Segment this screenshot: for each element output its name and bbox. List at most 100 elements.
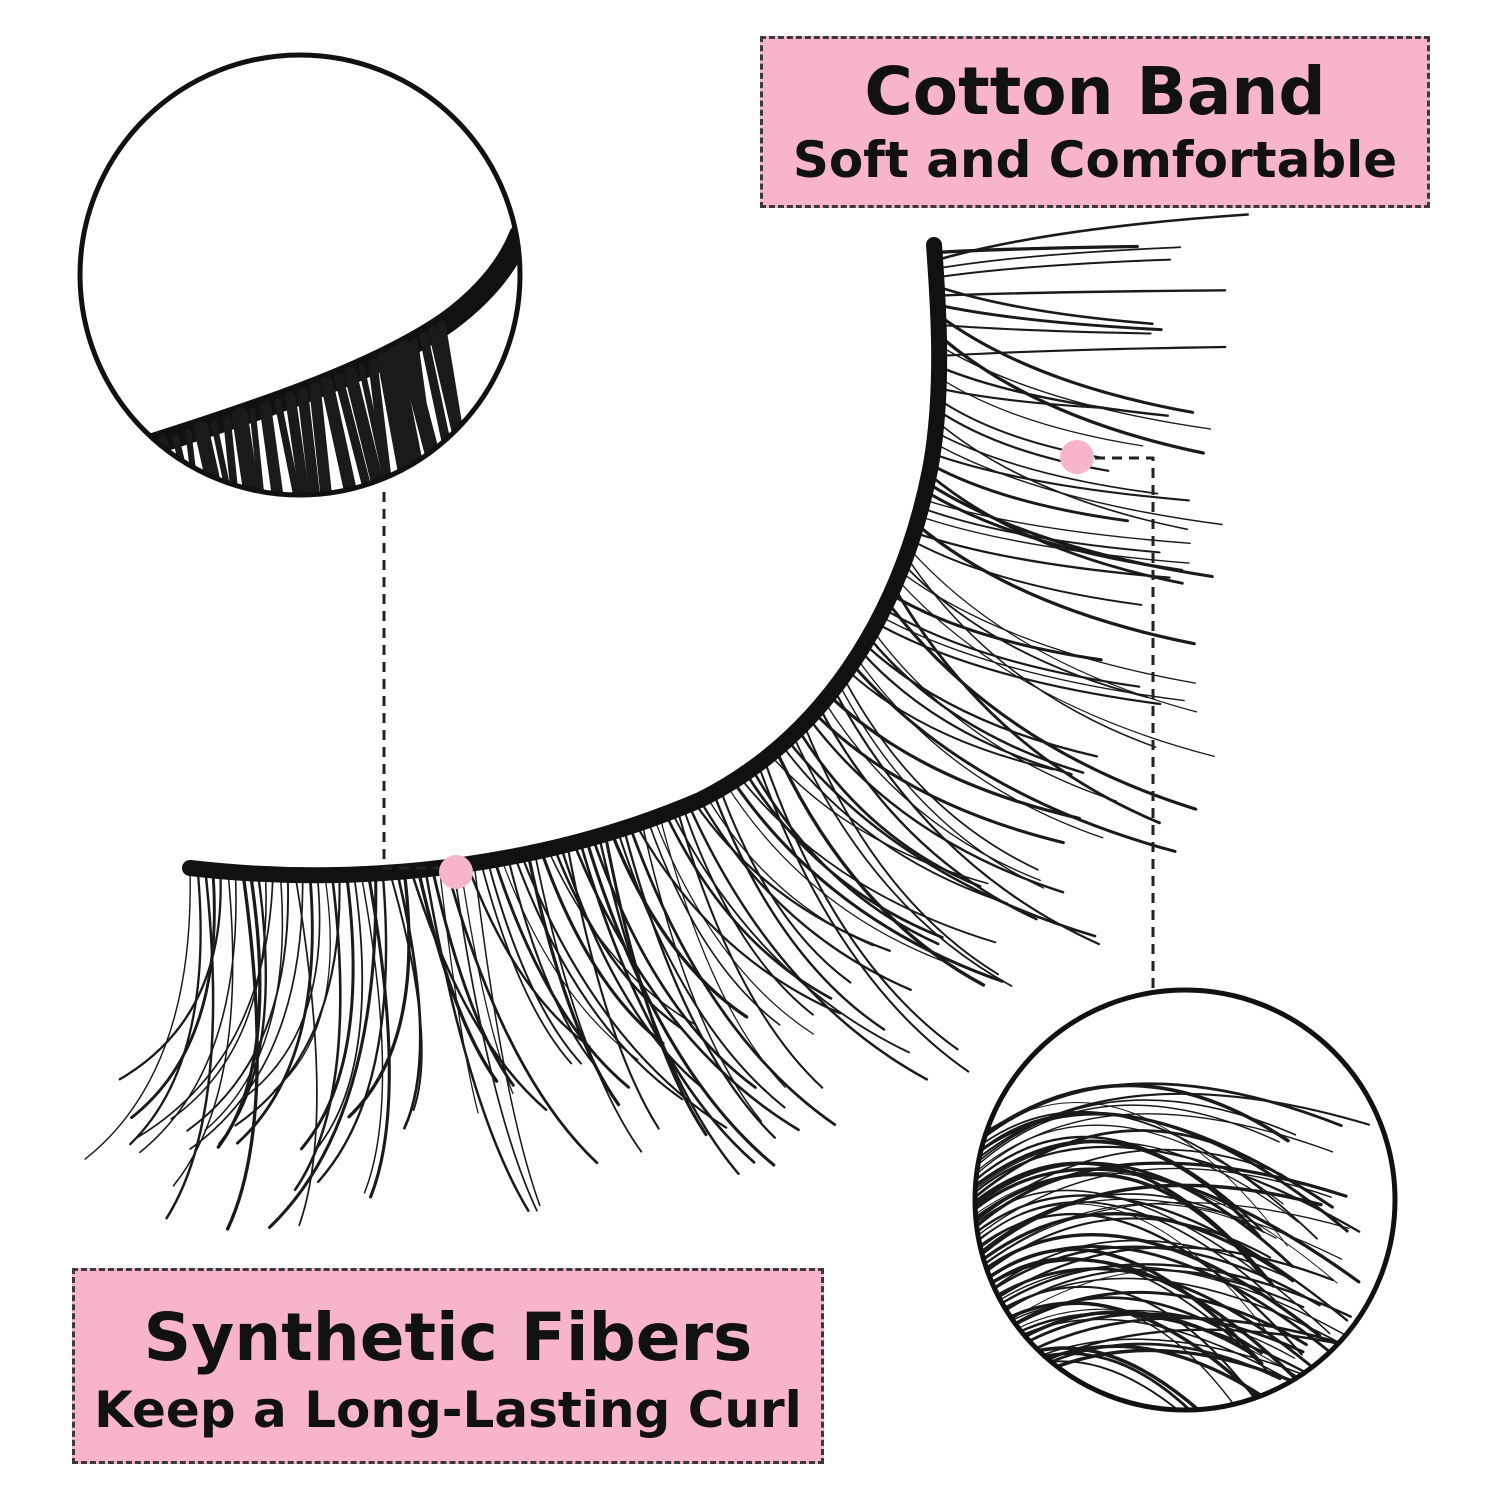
- lash-fiber: [591, 836, 757, 1089]
- zoom-fiber: [368, 358, 393, 489]
- lash-fiber: [931, 452, 1190, 502]
- lash-fiber: [932, 244, 1139, 255]
- lash-fiber: [493, 858, 631, 1089]
- zoom-fiber: [143, 438, 174, 495]
- lash-fiber: [628, 825, 837, 1126]
- zoom-fiber-tip: [975, 1232, 1322, 1338]
- zoom-fiber: [223, 416, 244, 495]
- lash-fiber: [559, 844, 702, 1088]
- lash-fiber: [566, 843, 660, 1130]
- lash-fiber: [867, 635, 1085, 774]
- lash-fiber: [850, 662, 1177, 853]
- zoom-fiber: [231, 407, 266, 495]
- lash-fiber: [842, 675, 1039, 871]
- zoom-fiber-tip: [975, 1145, 1361, 1233]
- zoom-fiber: [274, 398, 306, 495]
- lash-fiber: [243, 874, 321, 1099]
- lash-fiber: [935, 258, 1172, 279]
- lash-fiber: [832, 688, 1101, 946]
- zoom-fiber-tip: [975, 1245, 1335, 1328]
- lash-fiber: [533, 851, 643, 1153]
- callout-cotton-band-title: Cotton Band: [864, 53, 1326, 130]
- lash-fiber: [438, 867, 479, 1114]
- lash-fiber: [927, 472, 1184, 585]
- lash-fiber: [139, 871, 237, 1154]
- lash-fiber: [170, 873, 267, 1120]
- marker-dot-fibers: [1060, 440, 1094, 474]
- lash-fiber: [676, 808, 824, 1089]
- zoom-fiber-tip: [975, 1092, 1371, 1176]
- lash-fiber: [294, 874, 318, 1227]
- lash-fiber: [118, 869, 222, 1081]
- lash-fiber: [664, 812, 833, 1000]
- zoom-fiber: [376, 351, 413, 486]
- lash-fiber: [846, 669, 1054, 771]
- lash-fiber: [812, 711, 1065, 845]
- lash-fiber: [905, 555, 1157, 748]
- zoom-fiber: [344, 367, 387, 495]
- zoom-fiber-tip: [975, 1267, 1329, 1382]
- marker-dot-band: [439, 855, 473, 889]
- lash-fiber: [165, 868, 215, 1220]
- lash-fiber: [892, 585, 1161, 825]
- lash-fiber: [366, 872, 391, 1199]
- lash-fiber: [634, 823, 842, 1015]
- lash-fiber: [486, 860, 583, 1065]
- zoom-fiber-tip: [975, 1161, 1348, 1244]
- lash-fiber: [473, 862, 541, 1207]
- lash-fiber: [902, 562, 1149, 699]
- lash-fiber: [603, 832, 708, 1137]
- zoom-fiber: [334, 373, 375, 495]
- lash-fiber: [506, 856, 597, 1067]
- lash-fiber: [479, 861, 573, 1065]
- lash-fiber: [908, 547, 1198, 713]
- lash-fiber: [796, 727, 982, 888]
- lash-fiber: [641, 821, 763, 1123]
- lash-fiber: [823, 700, 1041, 882]
- callout-cotton-band-subtitle: Soft and Comfortable: [792, 131, 1398, 189]
- lash-fiber: [129, 867, 202, 1146]
- lash-fiber: [937, 333, 1205, 455]
- lash-fiber: [416, 868, 499, 1083]
- lash-fiber: [136, 873, 274, 1139]
- lash-fiber: [452, 865, 538, 1212]
- lash-fiber: [513, 855, 684, 1101]
- lash-fiber: [731, 779, 1004, 983]
- lash-fiber: [875, 622, 1162, 706]
- zoom-fiber: [309, 382, 334, 495]
- lash-fiber: [622, 827, 776, 1139]
- lash-fiber: [659, 815, 786, 1088]
- zoom-circle-fibers: [972, 987, 1398, 1413]
- callout-synthetic-fibers-subtitle: Keep a Long-Lasting Curl: [94, 1381, 802, 1439]
- lash-fiber: [925, 481, 1214, 579]
- lash-fiber: [712, 791, 886, 1031]
- lash-fiber: [827, 693, 1082, 821]
- lash-fiber: [935, 420, 1189, 531]
- lash-fiber: [316, 873, 364, 1149]
- lash-fiber: [130, 868, 216, 1120]
- zoom-fiber-tip: [975, 1198, 1343, 1267]
- zoom-fiber: [285, 392, 313, 495]
- lash-fiber: [889, 592, 1103, 662]
- lash-fiber: [268, 871, 378, 1229]
- zoom-fiber: [419, 332, 454, 462]
- lash-fiber: [84, 867, 191, 1160]
- lash-fiber: [553, 846, 683, 1030]
- lash-fiber: [424, 868, 530, 1212]
- zoom-fiber-tip: [975, 1099, 1297, 1179]
- lash-fiber: [546, 848, 696, 1026]
- lash-fiber: [738, 776, 997, 944]
- lash-fiber: [910, 539, 1143, 606]
- lash-fiber: [204, 873, 284, 1132]
- lash-fiber: [871, 629, 1117, 802]
- lash-fiber: [616, 829, 786, 1109]
- lash-fiber: [584, 837, 776, 1167]
- zoom-fiber: [387, 346, 425, 480]
- lash-fiber: [938, 376, 1144, 447]
- zoom-fiber-tip: [975, 1201, 1350, 1287]
- lash-fiber: [802, 722, 1000, 976]
- lash-fiber: [855, 656, 1104, 839]
- lash-fiber: [933, 213, 1249, 262]
- lash-fiber: [938, 344, 1212, 430]
